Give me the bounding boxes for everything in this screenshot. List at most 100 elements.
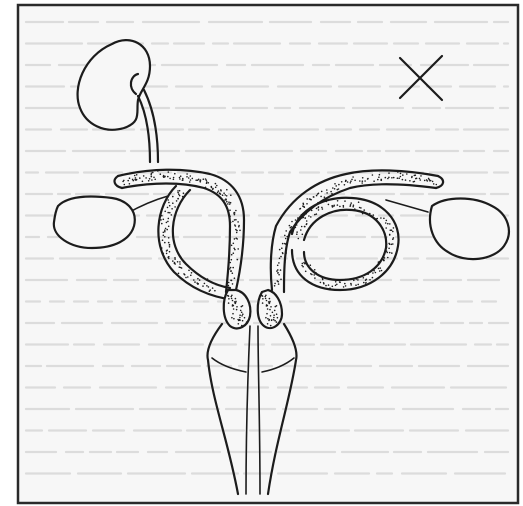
stipple-dot [362, 177, 364, 179]
stipple-dot [225, 198, 227, 200]
stipple-dot [367, 273, 369, 275]
stipple-dot [393, 227, 395, 229]
stipple-dot [232, 221, 234, 223]
stipple-dot [305, 271, 307, 273]
stipple-dot [203, 178, 205, 180]
stipple-dot [169, 212, 171, 214]
stipple-dot [163, 253, 165, 255]
stipple-dot [277, 272, 279, 274]
stipple-dot [339, 206, 341, 208]
stipple-dot [354, 208, 356, 210]
stipple-dot [357, 279, 359, 281]
stipple-dot [276, 313, 278, 315]
stipple-dot [216, 185, 218, 187]
stipple-dot [385, 177, 387, 179]
stipple-dot [303, 262, 305, 264]
stipple-dot [326, 192, 328, 194]
stipple-dot [300, 229, 302, 231]
stipple-dot [167, 199, 169, 201]
stipple-dot [191, 272, 193, 274]
stipple-dot [409, 180, 411, 182]
stipple-dot [171, 208, 173, 210]
stipple-dot [320, 196, 322, 198]
stipple-dot [277, 280, 279, 282]
stipple-dot [286, 236, 288, 238]
stipple-dot [337, 200, 339, 202]
stipple-dot [306, 203, 308, 205]
stipple-dot [298, 219, 300, 221]
stipple-dot [389, 234, 391, 236]
stipple-dot [188, 270, 190, 272]
stipple-dot [136, 179, 138, 181]
stipple-dot [433, 183, 435, 185]
stipple-dot [379, 267, 381, 269]
stipple-dot [231, 254, 233, 256]
stipple-dot [174, 258, 176, 260]
stipple-dot [169, 244, 171, 246]
stipple-dot [381, 179, 383, 181]
stipple-dot [285, 230, 287, 232]
stipple-dot [163, 235, 165, 237]
stipple-dot [285, 238, 287, 240]
stipple-dot [266, 300, 268, 302]
stipple-dot [229, 203, 231, 205]
stipple-dot [124, 184, 126, 186]
stipple-dot [151, 176, 153, 178]
stipple-dot [271, 320, 273, 322]
stipple-dot [228, 214, 230, 216]
stipple-dot [402, 174, 404, 176]
stipple-dot [179, 261, 181, 263]
stipple-dot [237, 221, 239, 223]
stipple-dot [341, 181, 343, 183]
stipple-dot [381, 270, 383, 272]
stipple-dot [345, 180, 347, 182]
stipple-dot [314, 277, 316, 279]
stipple-dot [180, 175, 182, 177]
stipple-dot [377, 179, 379, 181]
stipple-dot [350, 182, 352, 184]
stipple-dot [280, 269, 282, 271]
stipple-dot [179, 266, 181, 268]
stipple-dot [169, 246, 171, 248]
stipple-dot [336, 284, 338, 286]
stipple-dot [134, 175, 136, 177]
stipple-dot [350, 202, 352, 204]
stipple-dot [236, 232, 238, 234]
stipple-dot [161, 215, 163, 217]
stipple-dot [262, 298, 264, 300]
stipple-dot [268, 301, 270, 303]
stipple-dot [197, 278, 199, 280]
stipple-dot [352, 176, 354, 178]
stipple-dot [322, 208, 324, 210]
stipple-dot [392, 231, 394, 233]
stipple-dot [231, 298, 233, 300]
stipple-dot [168, 218, 170, 220]
stipple-dot [206, 181, 208, 183]
stipple-dot [284, 235, 286, 237]
stipple-dot [172, 202, 174, 204]
stipple-dot [171, 214, 173, 216]
stipple-dot [306, 220, 308, 222]
stipple-dot [160, 173, 162, 175]
stipple-dot [238, 226, 240, 228]
stipple-dot [379, 270, 381, 272]
stipple-dot [239, 314, 241, 316]
stipple-dot [208, 182, 210, 184]
stipple-dot [219, 193, 221, 195]
stipple-dot [380, 217, 382, 219]
stipple-dot [372, 216, 374, 218]
stipple-dot [149, 178, 151, 180]
stipple-dot [150, 174, 152, 176]
stipple-dot [163, 176, 165, 178]
stipple-dot [397, 177, 399, 179]
stipple-dot [363, 212, 365, 214]
stipple-dot [385, 236, 387, 238]
stipple-dot [334, 183, 336, 185]
stipple-dot [274, 310, 276, 312]
stipple-dot [291, 221, 293, 223]
stipple-dot [237, 248, 239, 250]
stipple-dot [267, 305, 269, 307]
stipple-dot [272, 312, 274, 314]
stipple-dot [388, 172, 390, 174]
stipple-dot [321, 207, 323, 209]
